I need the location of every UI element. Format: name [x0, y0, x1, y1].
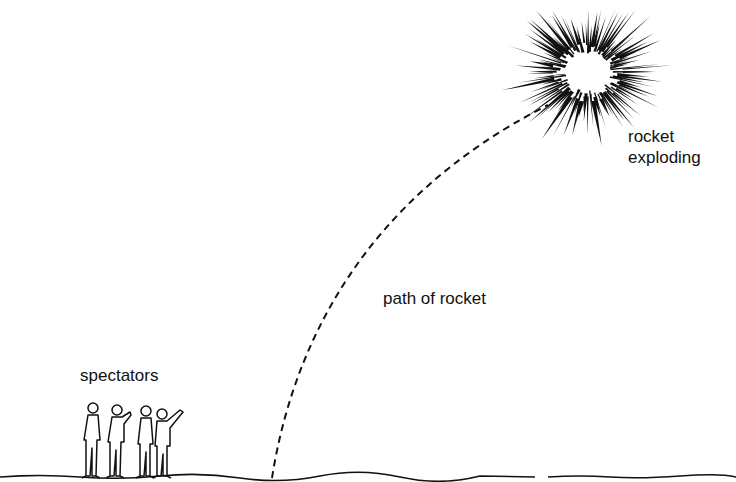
path-label: path of rocket	[383, 288, 486, 309]
explosion-ray	[610, 82, 658, 107]
explosion-ray	[589, 91, 593, 127]
explosion-ray	[588, 25, 591, 52]
explosion-ray	[591, 101, 602, 146]
explosion-ray	[611, 82, 633, 93]
explosion-ray	[501, 78, 554, 91]
explosion-ray	[529, 71, 557, 73]
explosion-ray	[530, 29, 565, 55]
explosion-ray	[614, 51, 652, 64]
explosion-ray	[530, 19, 570, 55]
explosion-label: rocket exploding	[628, 126, 724, 168]
explosion-ray	[543, 74, 564, 76]
explosion-ray	[540, 67, 560, 70]
spectators-label: spectators	[80, 365, 158, 386]
explosion-ray	[565, 19, 580, 52]
explosion-ray	[516, 65, 561, 70]
rocket-path	[272, 105, 548, 478]
explosion-ray	[529, 82, 568, 103]
explosion-ray	[593, 10, 601, 45]
explosion-ray	[587, 10, 589, 53]
explosion-ray	[610, 64, 658, 70]
explosion	[501, 9, 672, 146]
explosion-ray	[584, 93, 588, 121]
explosion-ray	[552, 10, 577, 51]
explosion-ray	[521, 90, 563, 121]
explosion-ray	[612, 92, 640, 116]
explosion-ray	[582, 22, 586, 43]
explosion-ray	[615, 33, 655, 57]
explosion-ray	[599, 98, 609, 116]
explosion-ray	[601, 13, 629, 52]
explosion-ray	[619, 40, 661, 59]
explosion-ray	[622, 65, 672, 70]
explosion-ray	[518, 74, 566, 82]
explosion-ray	[613, 71, 657, 73]
explosion-ray	[600, 92, 623, 127]
explosion-ray	[583, 96, 587, 112]
explosion-ray	[536, 11, 570, 51]
spectator-figures	[82, 403, 183, 478]
explosion-ray	[587, 97, 589, 136]
explosion-ray	[617, 81, 658, 96]
explosion-ray	[593, 24, 600, 47]
explosion-ray	[603, 91, 634, 128]
explosion-ray	[552, 96, 575, 138]
